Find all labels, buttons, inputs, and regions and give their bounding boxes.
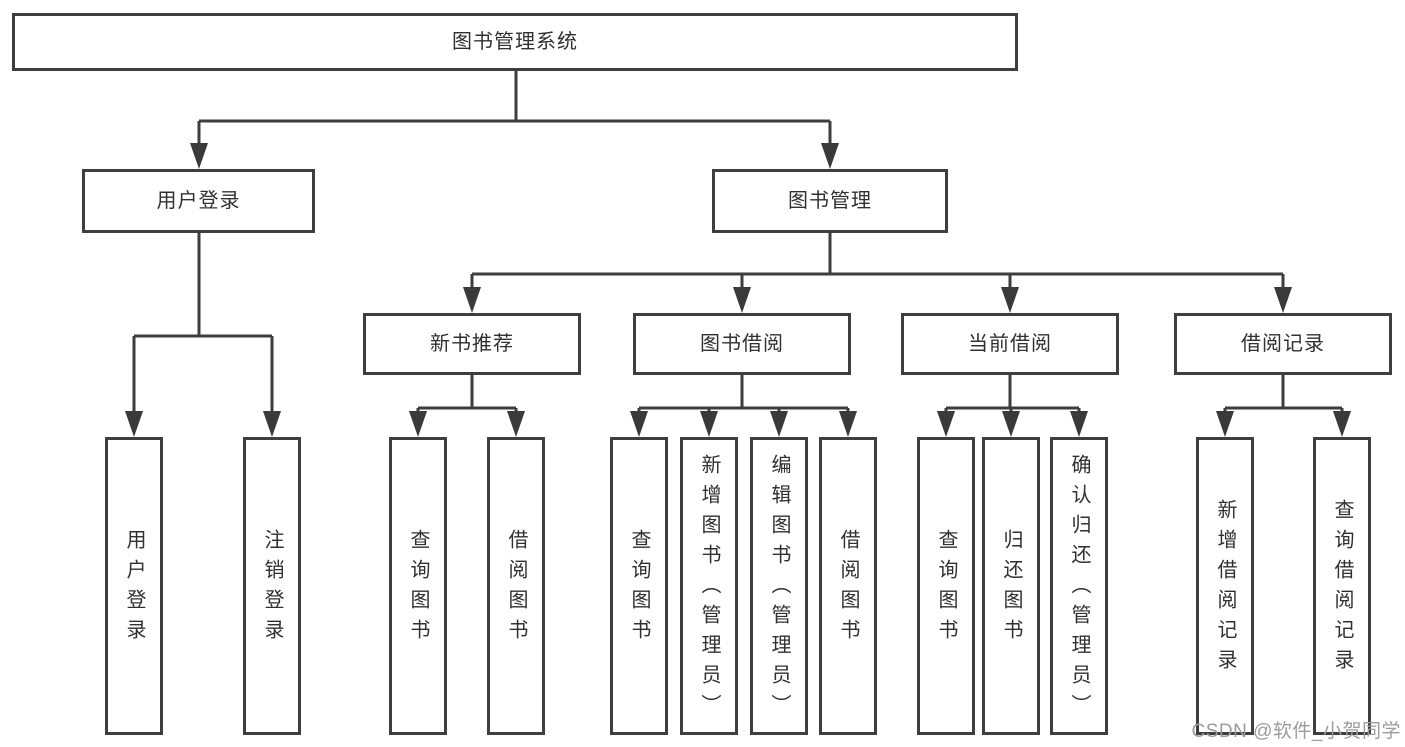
node-new-book-recommend: 新书推荐 (363, 313, 581, 375)
leaf-return-books: 归还图书 (982, 437, 1040, 735)
connector-current-borrow-children (937, 375, 1088, 437)
leaf-borrow-books-recommend: 借阅图书 (487, 437, 545, 735)
leaf-borrow-books: 借阅图书 (819, 437, 877, 735)
leaf-logout: 注销登录 (243, 437, 301, 735)
node-user-login: 用户登录 (82, 169, 315, 233)
leaf-add-borrow-record: 新增借阅记录 (1196, 437, 1254, 735)
connector-borrow-records-children (1216, 375, 1351, 437)
connector-root-to-level2 (190, 71, 839, 169)
leaf-user-login: 用户登录 (105, 437, 163, 735)
node-borrow-records: 借阅记录 (1174, 313, 1392, 375)
leaf-confirm-return-admin: 确认归还（管理员） (1050, 437, 1108, 735)
leaf-query-books-recommend: 查询图书 (389, 437, 447, 735)
leaf-query-borrow-record: 查询借阅记录 (1313, 437, 1371, 735)
connector-book-management-children (463, 233, 1292, 313)
node-book-borrow: 图书借阅 (633, 313, 851, 375)
node-root-library-management-system: 图书管理系统 (12, 13, 1018, 71)
node-current-borrow: 当前借阅 (901, 313, 1119, 375)
leaf-query-books-borrow: 查询图书 (610, 437, 668, 735)
leaf-query-books-current: 查询图书 (917, 437, 975, 735)
leaf-add-book-admin: 新增图书（管理员） (680, 437, 738, 735)
connector-new-book-recommend-children (409, 375, 525, 437)
node-book-management: 图书管理 (712, 169, 948, 233)
leaf-edit-book-admin: 编辑图书（管理员） (750, 437, 808, 735)
connector-user-login-children (125, 233, 281, 437)
csdn-watermark: CSDN @软件_小贺同学 (1191, 721, 1401, 742)
connector-book-borrow-children (630, 375, 857, 437)
